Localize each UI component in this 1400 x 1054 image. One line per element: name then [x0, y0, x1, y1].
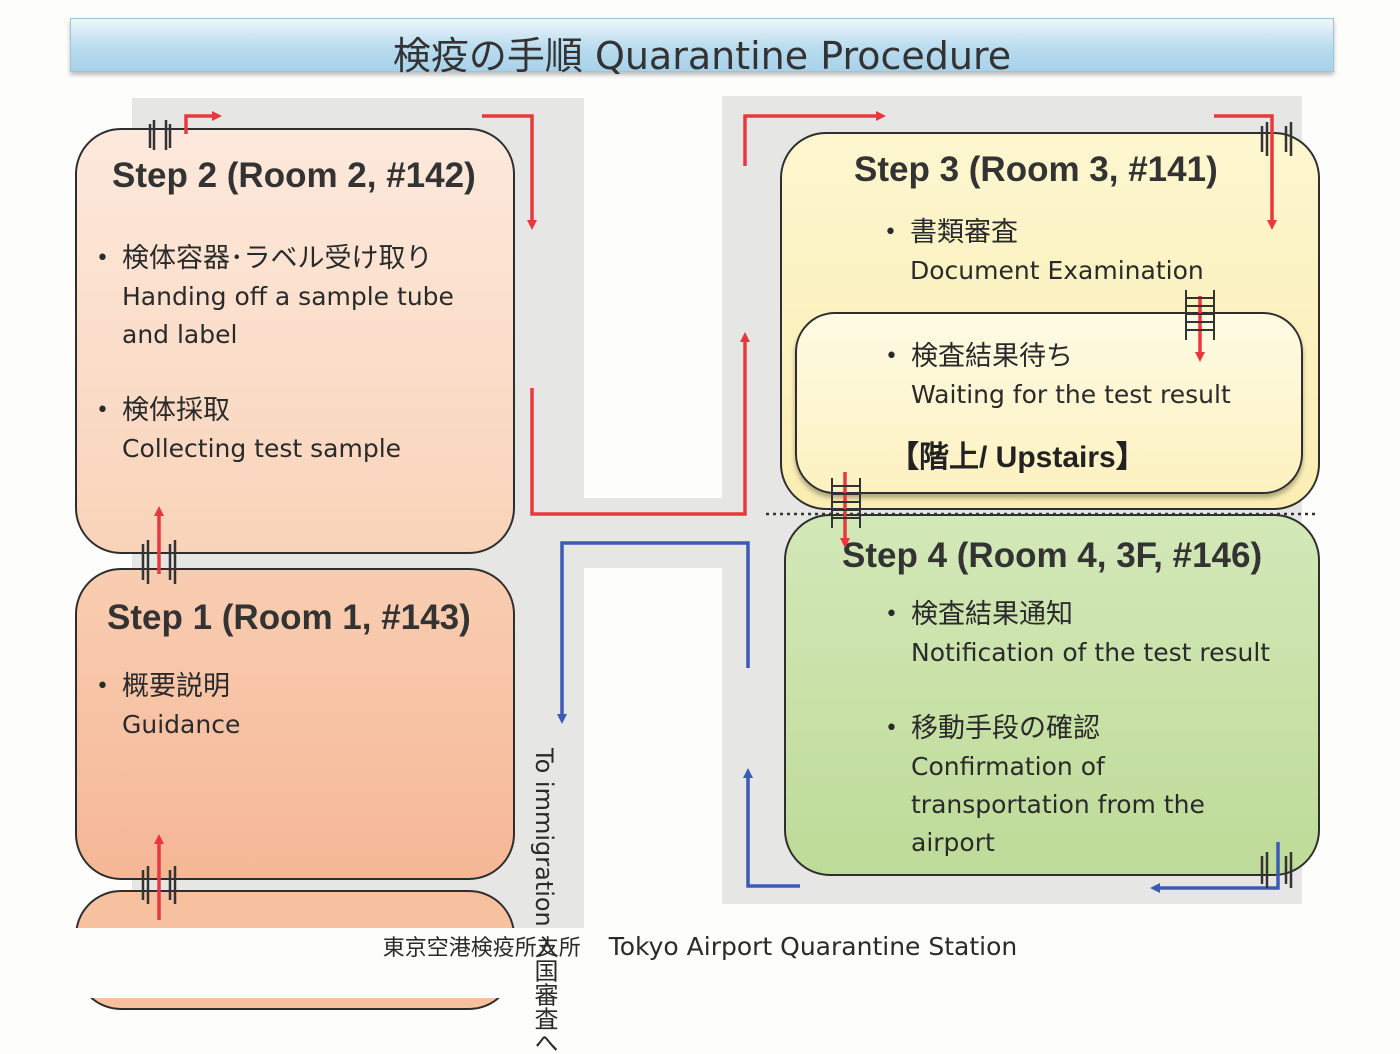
- room-title-step3: Step 3 (Room 3, #141): [854, 150, 1218, 189]
- door-icon: [141, 120, 1293, 904]
- page-title: 検疫の手順 Quarantine Procedure: [392, 34, 1012, 78]
- title-bar: 検疫の手順 Quarantine Procedure: [70, 18, 1334, 78]
- step2-item-1: • 検体容器･ラベル受け取り Handing off a sample tube…: [96, 240, 454, 354]
- footer-en: Tokyo Airport Quarantine Station: [608, 932, 1018, 961]
- room-title-step4: Step 4 (Room 4, 3F, #146): [842, 536, 1263, 575]
- step4-item-2-en-1: Confirmation of: [911, 752, 1105, 781]
- bullet-icon: •: [885, 602, 898, 627]
- bottom-crop: [60, 928, 600, 998]
- bullet-icon: •: [96, 674, 109, 699]
- arrow-icon: [154, 111, 1277, 920]
- bullet-icon: •: [96, 246, 109, 271]
- step1-item-1: • 概要説明 Guidance: [96, 668, 241, 744]
- step2-item-1-en-1: Handing off a sample tube: [122, 282, 454, 311]
- room-step4: Step 4 (Room 4, 3F, #146) • 検査結果通知 Notif…: [784, 514, 1320, 876]
- step4-item-2-en-3: airport: [911, 828, 995, 857]
- flow-arrows: [141, 111, 1316, 920]
- step4-item-1-ja: 検査結果通知: [911, 599, 1073, 630]
- room-step2: Step 2 (Room 2, #142) • 検体容器･ラベル受け取り Han…: [75, 128, 515, 554]
- footer-ja: 東京空港検疫所支所: [382, 936, 581, 961]
- step4-item-2-en-2: transportation from the: [911, 790, 1205, 819]
- arrow-icon: [557, 541, 1280, 893]
- waiting-ja: 検査結果待ち: [911, 341, 1073, 372]
- step3-item-1: • 書類審査 Document Examination: [884, 214, 1204, 290]
- bullet-icon: •: [96, 398, 109, 423]
- room-title-step2: Step 2 (Room 2, #142): [112, 156, 476, 195]
- immigration-en: To immigration: [530, 748, 558, 927]
- bullet-icon: •: [885, 344, 898, 369]
- step2-item-2-en-1: Collecting test sample: [122, 434, 402, 463]
- step2-item-2: • 検体採取 Collecting test sample: [96, 392, 402, 468]
- footer: 東京空港検疫所支所 Tokyo Airport Quarantine Stati…: [0, 930, 1400, 962]
- step4-item-1: • 検査結果通知 Notification of the test result: [885, 596, 1271, 672]
- step3-item-1-en-1: Document Examination: [910, 256, 1204, 285]
- room-title-step1: Step 1 (Room 1, #143): [107, 598, 471, 637]
- upstairs-label: 【階上/ Upstairs】: [889, 441, 1146, 474]
- door-icon: [831, 290, 1215, 528]
- waiting-area: • 検査結果待ち Waiting for the test result 【階上…: [795, 312, 1303, 494]
- room-step1: Step 1 (Room 1, #143) • 概要説明 Guidance: [75, 568, 515, 880]
- step3-item-1-ja: 書類審査: [910, 217, 1018, 248]
- waiting-en: Waiting for the test result: [911, 380, 1231, 409]
- step2-item-2-ja: 検体採取: [122, 395, 230, 426]
- step1-item-1-en-1: Guidance: [122, 710, 241, 739]
- step4-item-2-ja: 移動手段の確認: [911, 713, 1100, 744]
- step2-item-1-ja: 検体容器･ラベル受け取り: [122, 243, 433, 274]
- step4-item-1-en-1: Notification of the test result: [911, 638, 1271, 667]
- step2-item-1-en-2: and label: [122, 320, 238, 349]
- bullet-icon: •: [885, 716, 898, 741]
- corridor-connector-top: [584, 498, 722, 568]
- waiting-item: • 検査結果待ち Waiting for the test result: [885, 338, 1231, 414]
- step4-item-2: • 移動手段の確認 Confirmation of transportation…: [885, 710, 1205, 862]
- bullet-icon: •: [884, 220, 897, 245]
- step1-item-1-ja: 概要説明: [122, 671, 230, 702]
